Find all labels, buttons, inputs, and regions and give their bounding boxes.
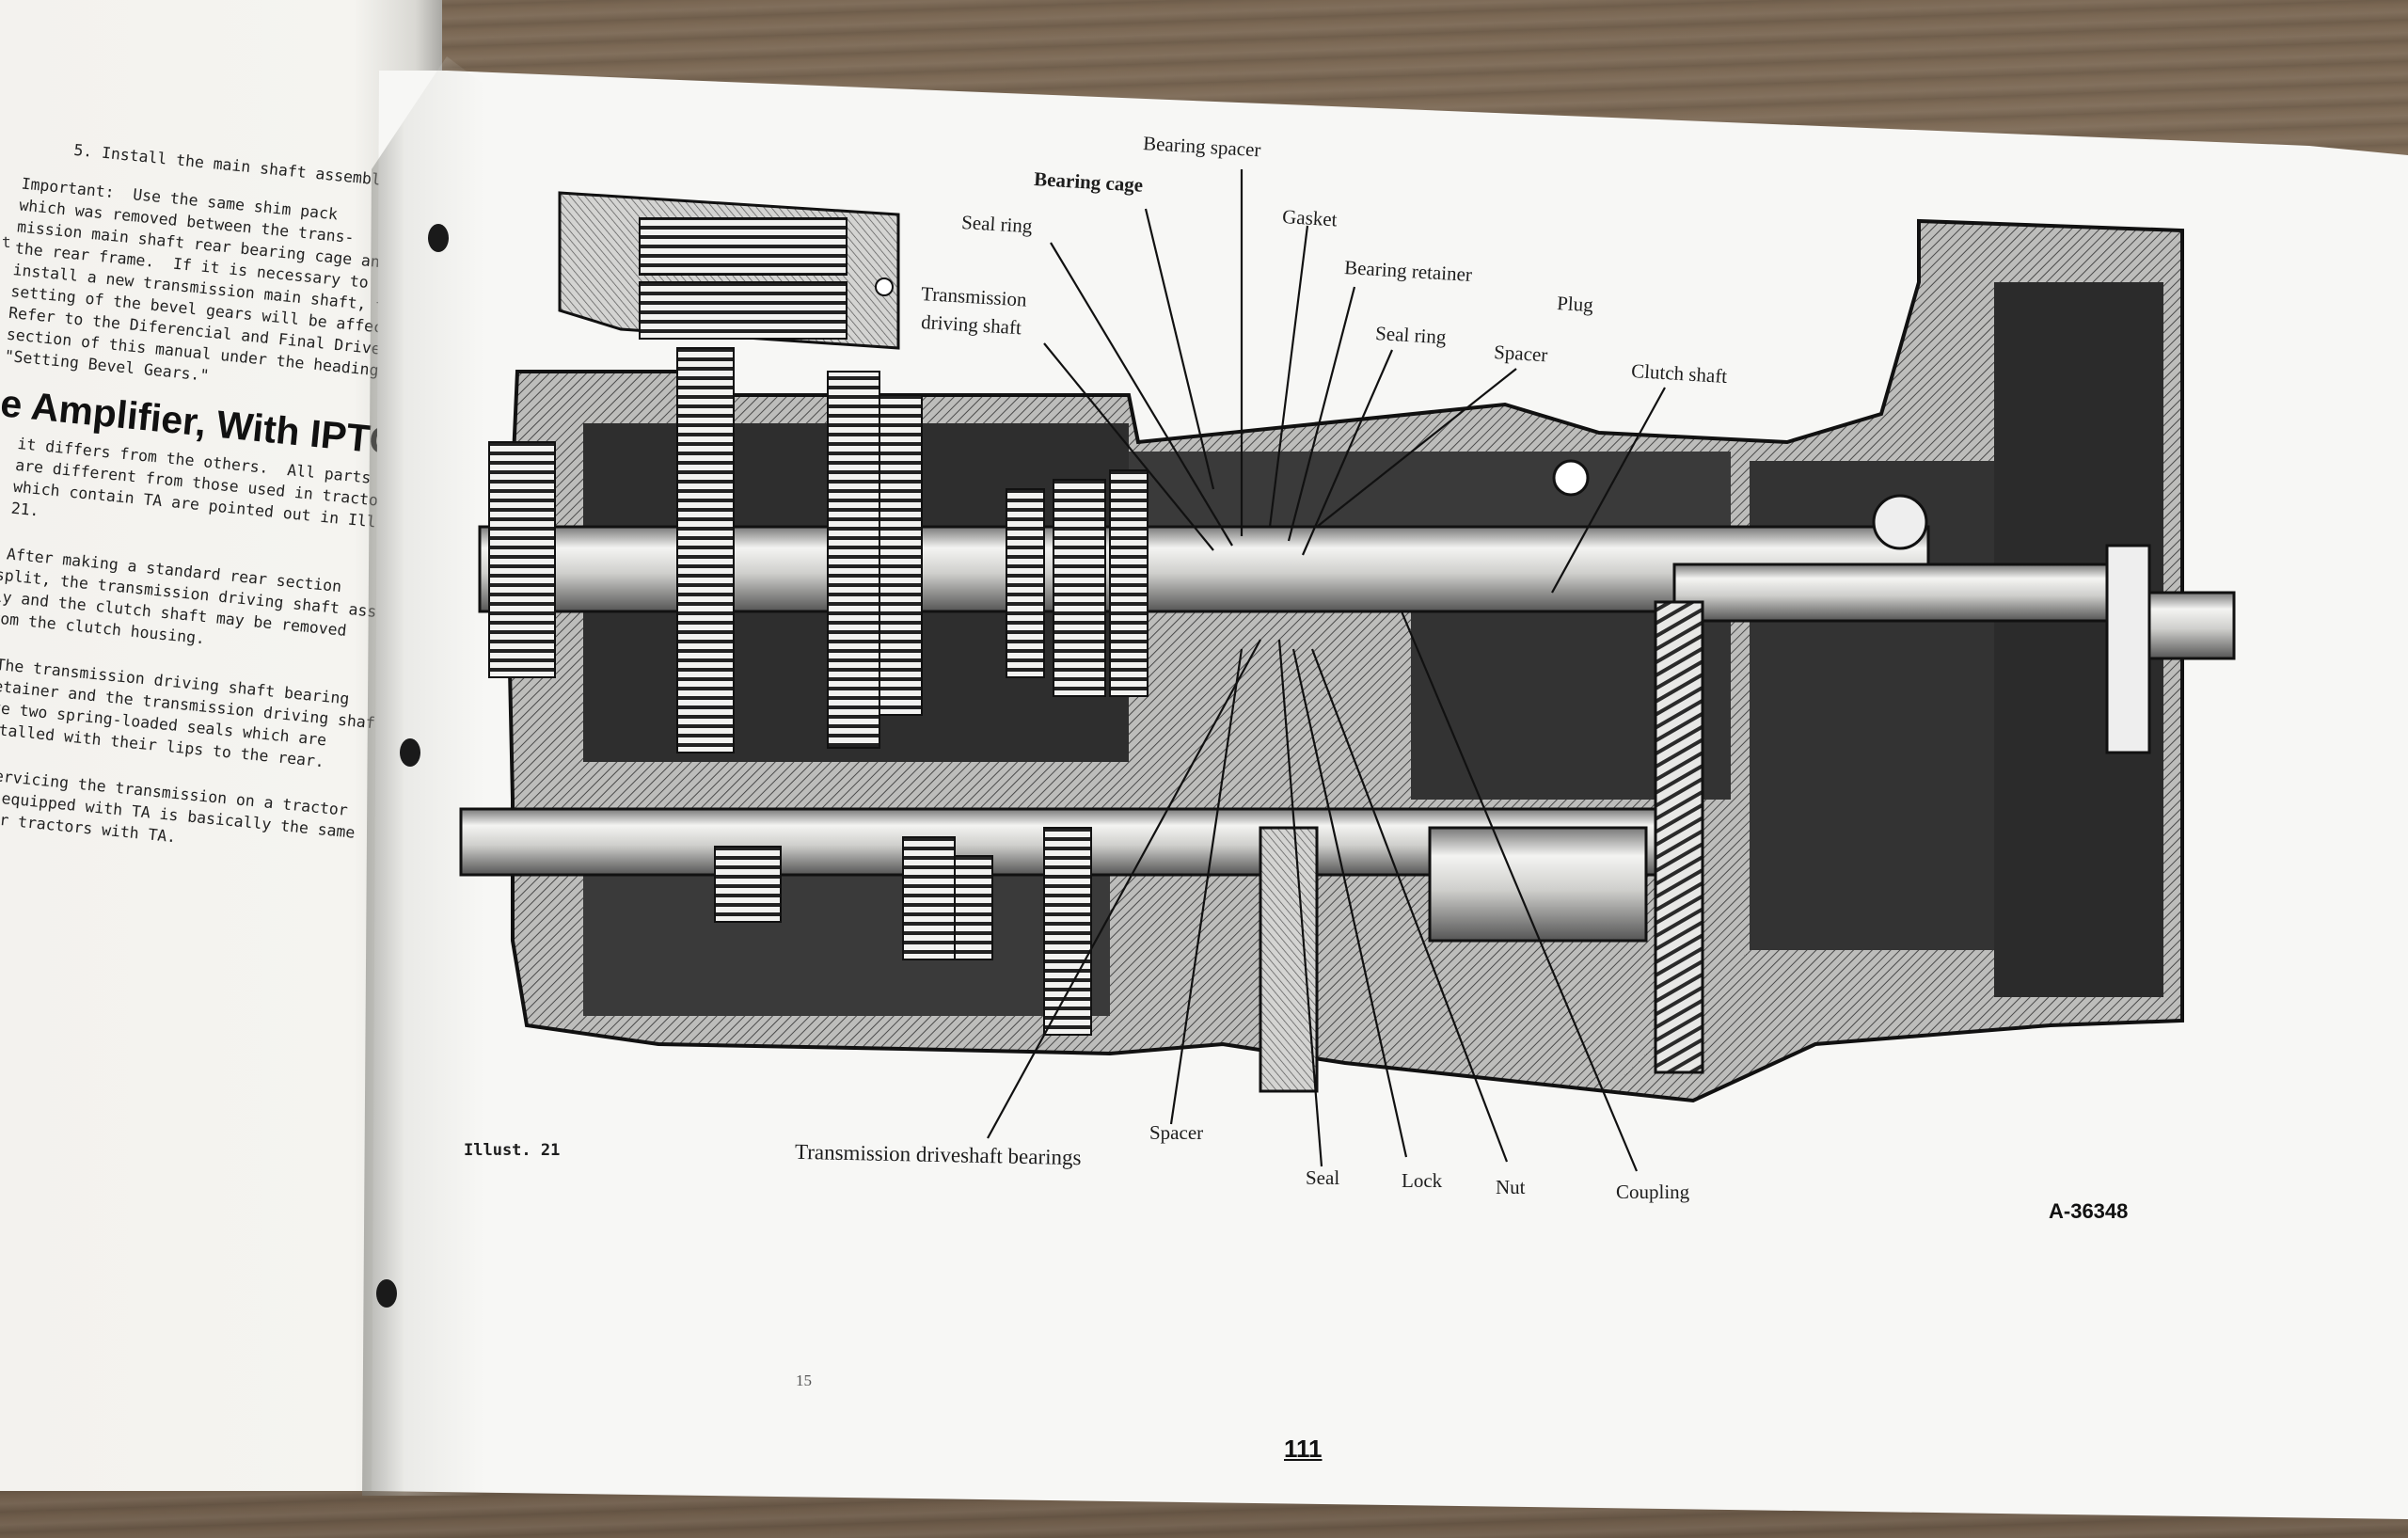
label-spacer-upper: Spacer <box>1493 341 1549 367</box>
shift-fork-detail <box>558 191 900 350</box>
punch-hole-middle <box>400 738 420 767</box>
punch-hole-bottom <box>376 1279 397 1308</box>
label-gasket: Gasket <box>1281 205 1339 231</box>
label-seal-ring-upper: Seal ring <box>960 211 1034 238</box>
punch-hole-top <box>428 224 449 252</box>
label-lock: Lock <box>1402 1169 1443 1192</box>
label-seal: Seal <box>1306 1166 1340 1189</box>
figure-code: A-36348 <box>2049 1199 2129 1223</box>
page-number-main: 111 <box>1284 1435 1323 1463</box>
label-nut: Nut <box>1496 1176 1526 1198</box>
margin-mark: t <box>2 233 11 251</box>
label-spacer-lower: Spacer <box>1149 1121 1204 1144</box>
callout-leader-lines <box>987 169 1666 1172</box>
label-plug: Plug <box>1556 292 1594 317</box>
label-seal-ring-lower: Seal ring <box>1374 322 1448 349</box>
transmission-housing <box>505 218 2184 1103</box>
page-number-small: 15 <box>796 1372 812 1389</box>
label-coupling: Coupling <box>1616 1181 1690 1203</box>
illust-label: Illust. 21 <box>464 1141 561 1160</box>
lower-shaft-assembly <box>459 459 1928 1093</box>
page-gutter-shadow <box>362 56 484 1496</box>
upper-gear-cluster <box>478 347 2236 754</box>
